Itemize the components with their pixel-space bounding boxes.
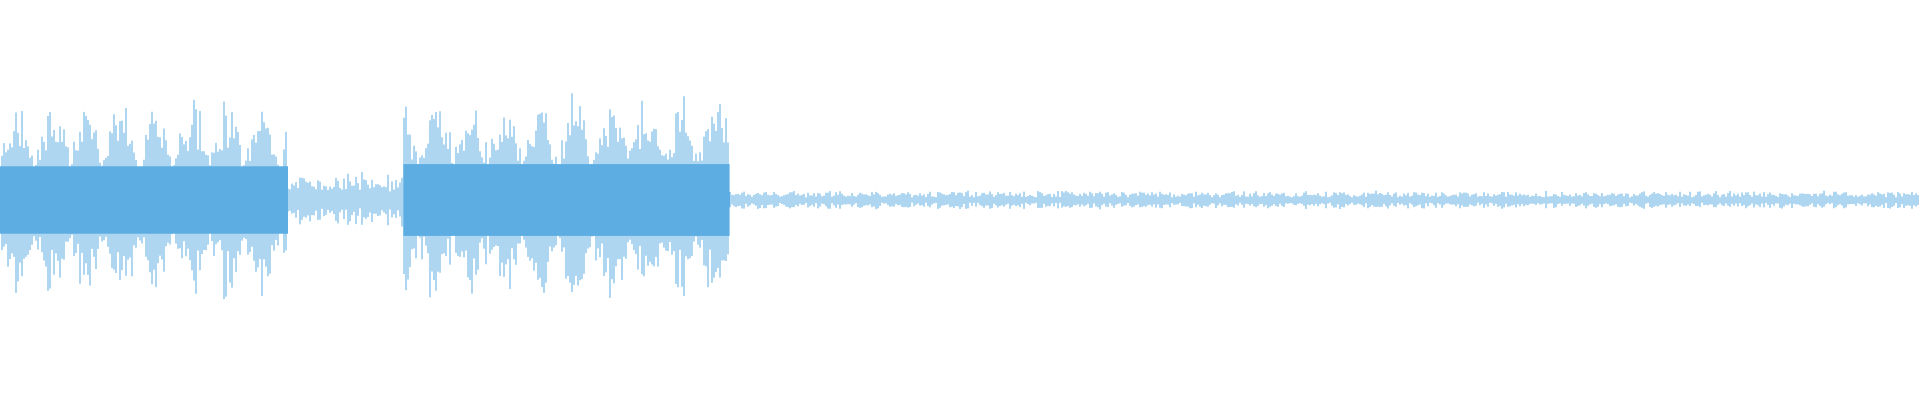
waveform-core-band xyxy=(0,166,288,234)
waveform-core-band xyxy=(403,164,730,236)
